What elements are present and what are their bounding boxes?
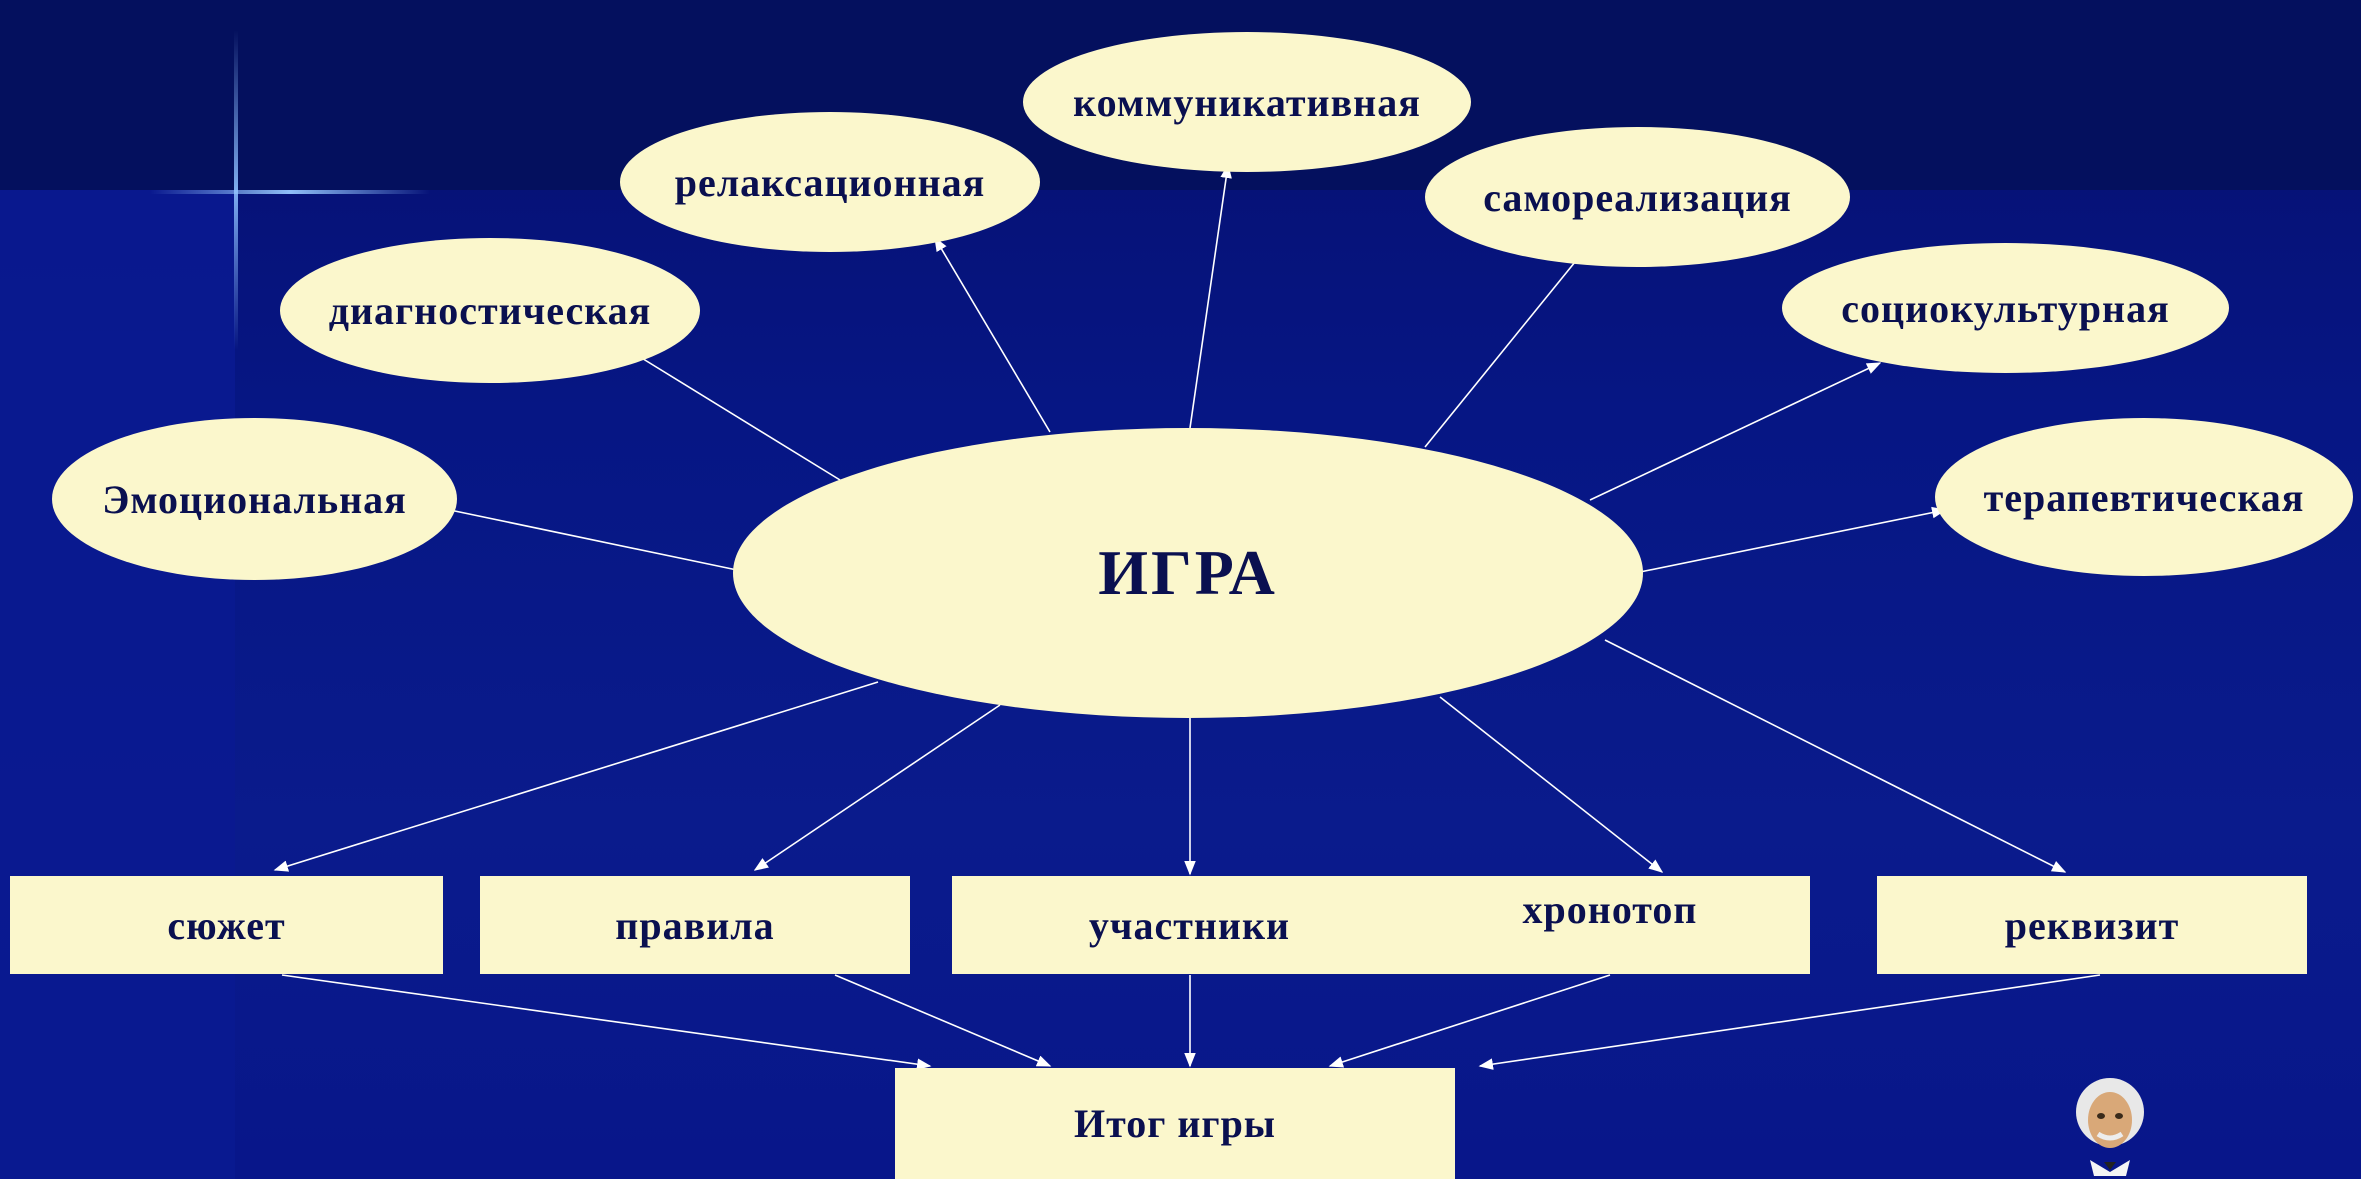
component-box-plot: сюжет xyxy=(10,876,443,974)
component-box-participants: участники xyxy=(952,876,1427,974)
function-node-communicative: коммуникативная xyxy=(1023,32,1471,172)
component-label: сюжет xyxy=(167,902,286,948)
component-label: хронотоп xyxy=(1522,887,1698,932)
link-plot-result xyxy=(281,974,932,1070)
link-center-selfrealization xyxy=(1424,261,1576,448)
component-box-props: реквизит xyxy=(1877,876,2307,974)
function-node-selfrealization: самореализация xyxy=(1425,127,1850,267)
component-label: реквизит xyxy=(2004,902,2180,948)
function-label: самореализация xyxy=(1483,174,1792,220)
link-center-chronotope xyxy=(1439,696,1664,873)
function-label: релаксационная xyxy=(674,159,986,205)
function-node-sociocultural: социокультурная xyxy=(1782,243,2229,373)
link-center-communicative xyxy=(1189,163,1232,429)
function-node-emotional: Эмоциональная xyxy=(52,418,457,580)
function-node-relaxation: релаксационная xyxy=(620,112,1040,252)
link-center-diagnostic xyxy=(639,356,841,481)
function-label: социокультурная xyxy=(1841,285,2170,331)
center-label: ИГРА xyxy=(1098,537,1278,608)
link-center-rules xyxy=(753,704,1001,871)
link-center-emotional xyxy=(449,509,738,571)
light-flare-horizontal xyxy=(150,190,430,194)
link-center-plot xyxy=(273,681,879,872)
link-center-therapeutic xyxy=(1639,506,1947,573)
result-box: Итог игры xyxy=(895,1068,1455,1179)
function-label: терапевтическая xyxy=(1983,474,2305,520)
component-label: участники xyxy=(1088,902,1291,948)
link-center-sociocultural xyxy=(1589,362,1882,501)
result-label: Итог игры xyxy=(1073,1101,1277,1146)
function-label: диагностическая xyxy=(328,288,652,333)
link-chronotope-result xyxy=(1328,974,1611,1068)
link-props-result xyxy=(1478,974,2101,1070)
function-node-therapeutic: терапевтическая xyxy=(1935,418,2353,576)
function-label: Эмоциональная xyxy=(102,476,407,522)
component-box-rules: правила xyxy=(480,876,910,974)
einstein-portrait-icon xyxy=(2076,1078,2144,1176)
component-box-chronotope: хронотоп xyxy=(1410,876,1810,974)
link-center-props xyxy=(1604,639,2067,873)
link-rules-result xyxy=(834,974,1052,1067)
center-node: ИГРА xyxy=(733,428,1643,718)
component-label: правила xyxy=(615,902,775,948)
function-node-diagnostic: диагностическая xyxy=(280,238,700,383)
link-center-relaxation xyxy=(934,236,1051,433)
background-left-band xyxy=(0,190,235,1179)
function-label: коммуникативная xyxy=(1073,79,1421,125)
